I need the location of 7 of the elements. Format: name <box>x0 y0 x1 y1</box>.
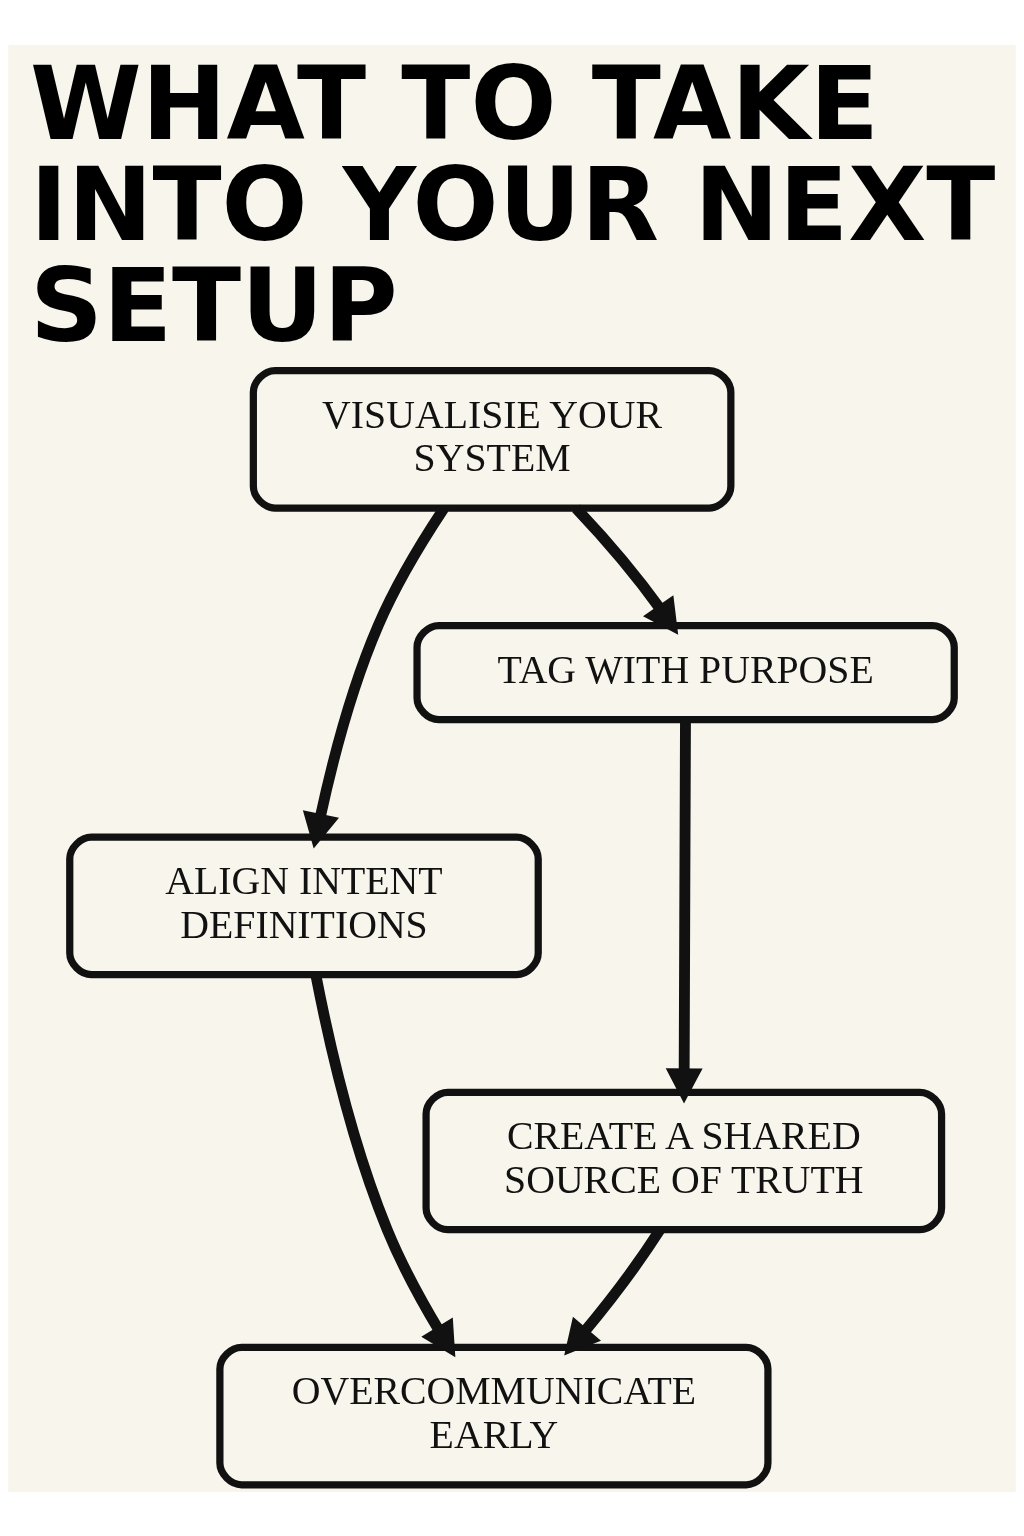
node-box: OVERCOMMUNICATE EARLY <box>216 1343 772 1488</box>
diagram-title: WHAT TO TAKE INTO YOUR NEXT SETUP <box>29 44 996 365</box>
node-box: CREATE A SHARED SOURCE OF TRUTH <box>422 1088 946 1233</box>
arrow <box>572 503 679 635</box>
node-box: TAG WITH PURPOSE <box>413 621 958 723</box>
node-box: ALIGN INTENT DEFINITIONS <box>66 833 542 978</box>
node-box: VISUALISIE YOUR SYSTEM <box>249 366 735 512</box>
